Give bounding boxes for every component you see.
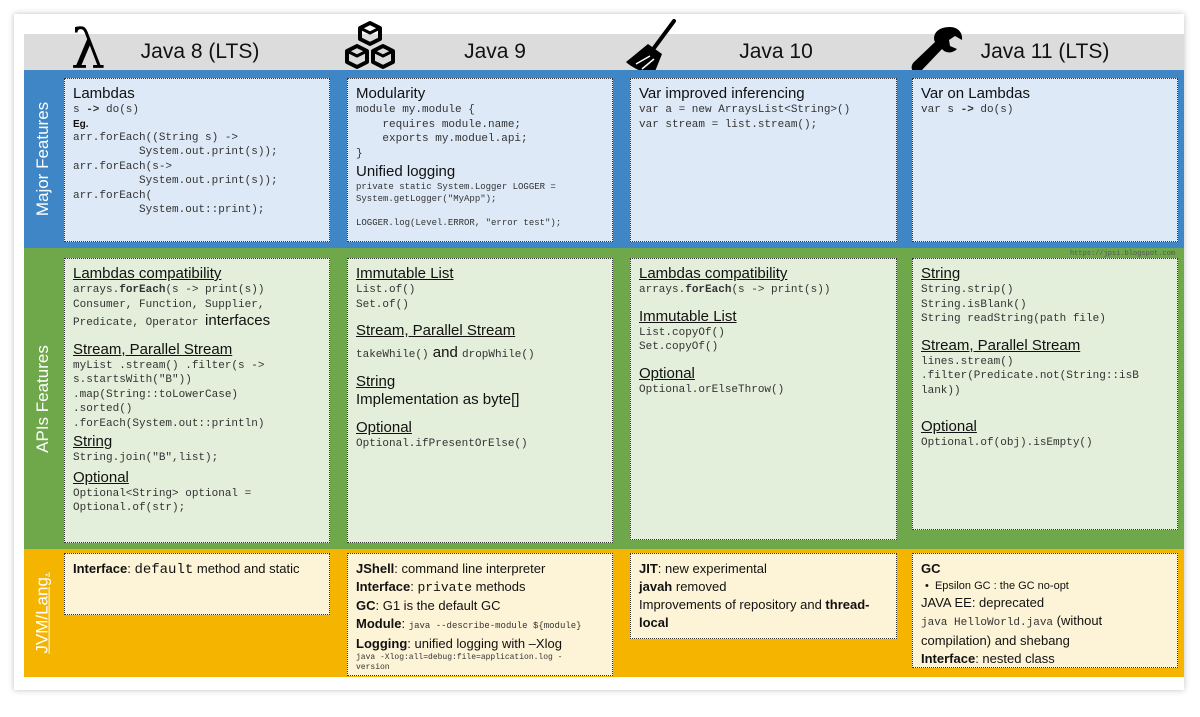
- apis-java8-code4: Optional<String> optional = Optional.of(…: [73, 487, 252, 515]
- major-java10-title: Var improved inferencing: [639, 85, 805, 102]
- jvm-java10-line3: Improvements of repository and thread- l…: [639, 597, 870, 630]
- watermark-url: https://jpsi.blogspot.com: [1070, 250, 1176, 258]
- apis-java9-line2: takeWhile() and dropWhile(): [356, 344, 535, 361]
- apis-java10-line1: arrays.forEach(s -> print(s)): [639, 284, 831, 296]
- apis-java10-code3: Optional.orElseThrow(): [639, 383, 785, 396]
- major-java9-code2: private static System.Logger LOGGER = Sy…: [356, 182, 562, 228]
- jvm-java11-line2: JAVA EE: deprecated: [921, 595, 1045, 610]
- column-header-java10: Java 10: [739, 40, 813, 63]
- major-java8-code: arr.forEach((String s) -> System.out.pri…: [73, 131, 278, 217]
- jvm-java11-box: GC • Epsilon GC : the GC no-opt JAVA EE:…: [912, 553, 1178, 668]
- column-header-java8: Java 8 (LTS): [140, 40, 260, 63]
- apis-java8-box: Lambdas compatibility arrays.forEach(s -…: [64, 258, 330, 543]
- row-label-jvm: JVM/Lang.: [33, 572, 53, 654]
- apis-java8-line2: Consumer, Function, Supplier,: [73, 298, 265, 311]
- apis-java9-code1: List.of() Set.of(): [356, 284, 416, 311]
- apis-java10-h3: Optional: [639, 364, 695, 382]
- jvm-java9-line2: Interface: private methods: [356, 579, 526, 595]
- jvm-java9-code5: java -Xlog:all=debug:file=application.lo…: [356, 653, 563, 672]
- apis-java9-h4: Optional: [356, 418, 412, 436]
- apis-java11-box: String String.strip() String.isBlank() S…: [912, 258, 1178, 530]
- jvm-java11-line1: GC: [921, 561, 941, 576]
- jvm-java9-line4: Module: java --describe-module ${module}: [356, 616, 582, 631]
- jvm-java10-box: JIT: new experimental javah removed Impr…: [630, 553, 897, 639]
- apis-java9-t3: Implementation as byte[]: [356, 390, 520, 408]
- major-java11-box: Var on Lambdas var s -> do(s): [912, 78, 1178, 242]
- jvm-java10-line2: javah removed: [639, 579, 727, 594]
- apis-java9-h2: Stream, Parallel Stream: [356, 322, 516, 339]
- row-label-major: Major Features: [33, 101, 53, 217]
- apis-java9-code4: Optional.ifPresentOrElse(): [356, 437, 528, 450]
- row-label-apis: APIs Features: [33, 344, 52, 453]
- major-java10-box: Var improved inferencing var a = new Arr…: [630, 78, 897, 242]
- apis-java11-code3: Optional.of(obj).isEmpty(): [921, 437, 1093, 449]
- apis-java9-h3: String: [356, 372, 396, 390]
- apis-java10-code2: List.copyOf() Set.copyOf(): [639, 326, 725, 354]
- apis-java8-code2: myList .stream() .filter(s -> s.startsWi…: [73, 359, 265, 430]
- column-header-java11: Java 11 (LTS): [980, 40, 1110, 63]
- jvm-java9-box: JShell: command line interpreter Interfa…: [347, 553, 613, 676]
- apis-java10-box: Lambdas compatibility arrays.forEach(s -…: [630, 258, 897, 540]
- jvm-java9-line3: GC: G1 is the default GC: [356, 598, 501, 613]
- major-java9-box: Modularity module my.module { requires m…: [347, 78, 613, 242]
- cubes-icon: [343, 20, 397, 72]
- apis-java9-h1: Immutable List: [356, 265, 454, 282]
- jvm-java9-line5: Logging: unified logging with –Xlog: [356, 636, 562, 651]
- major-java9-title: Modularity: [356, 85, 426, 102]
- apis-java11-h3: Optional: [921, 418, 977, 435]
- column-header-java9: Java 9: [464, 40, 526, 63]
- major-java11-line1: var s -> do(s): [921, 104, 1014, 116]
- jvm-java11-line3: java HelloWorld.java (without compilatio…: [921, 613, 1103, 648]
- apis-java11-h2: Stream, Parallel Stream: [921, 336, 1081, 354]
- apis-java11-code2: lines.stream() .filter(Predicate.not(Str…: [921, 355, 1139, 397]
- apis-java10-h2: Immutable List: [639, 307, 737, 325]
- jvm-java11-bullet: • Epsilon GC : the GC no-opt: [925, 580, 1069, 592]
- major-java8-box: Lambdas s -> do(s) Eg. arr.forEach((Stri…: [64, 78, 330, 242]
- major-java8-title: Lambdas: [73, 85, 135, 102]
- header-bar: [24, 34, 1184, 70]
- major-java11-title: Var on Lambdas: [921, 85, 1030, 102]
- jvm-java11-line4: Interface: nested class: [921, 651, 1055, 666]
- apis-java11-h1: String: [921, 265, 961, 282]
- apis-java8-code3: String.join("B",list);: [73, 452, 219, 464]
- apis-java10-h1: Lambdas compatibility: [639, 265, 788, 282]
- apis-java8-line1: arrays.forEach(s -> print(s)): [73, 284, 265, 296]
- apis-java8-h3: String: [73, 433, 113, 450]
- apis-java9-box: Immutable List List.of() Set.of() Stream…: [347, 258, 613, 543]
- jvm-java8-box: Interface: default method and static: [64, 553, 330, 615]
- apis-java8-h4: Optional: [73, 468, 129, 486]
- jvm-java8-line1: Interface: default method and static: [73, 561, 300, 578]
- major-java8-eg: Eg.: [73, 118, 89, 130]
- major-java8-line1: s -> do(s): [73, 104, 140, 116]
- major-java9-code: module my.module { requires module.name;…: [356, 104, 528, 160]
- apis-java8-line3: Predicate, Operator interfaces: [73, 312, 271, 329]
- apis-java8-h1: Lambdas compatibility: [73, 265, 222, 282]
- major-java10-code: var a = new ArraysList<String>() var str…: [639, 104, 851, 131]
- apis-java11-code1: String.strip() String.isBlank() String r…: [921, 284, 1106, 325]
- jvm-java10-line1: JIT: new experimental: [639, 561, 767, 576]
- jvm-java9-line1: JShell: command line interpreter: [356, 561, 546, 576]
- apis-java8-h2: Stream, Parallel Stream: [73, 340, 233, 358]
- major-java9-title2: Unified logging: [356, 163, 456, 180]
- bullet-icon: •: [925, 580, 935, 592]
- wrench-icon: [910, 24, 964, 76]
- broom-icon: [624, 18, 680, 78]
